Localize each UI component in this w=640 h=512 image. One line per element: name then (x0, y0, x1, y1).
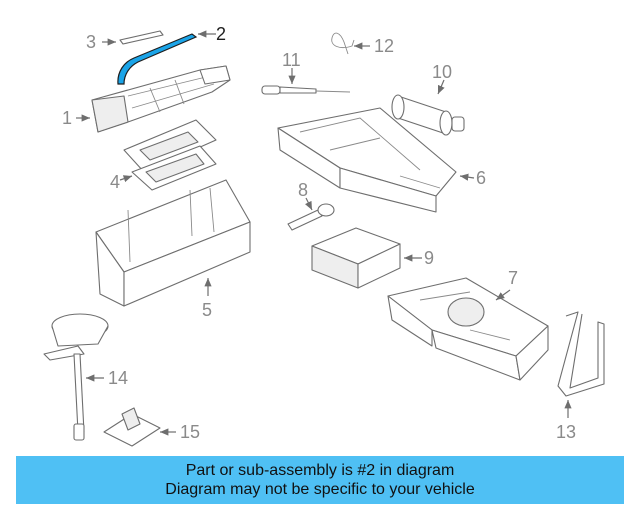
part-13-strap[interactable] (557, 311, 605, 397)
leader-lines (76, 30, 572, 436)
part-11-tool[interactable] (261, 85, 351, 95)
callout-9: 9 (424, 248, 434, 268)
callout-4: 4 (110, 172, 120, 192)
part-7-tire-well[interactable] (387, 277, 549, 381)
part-2-jack-handle[interactable] (117, 33, 198, 85)
banner-line-part-number: Part or sub-assembly is #2 in diagram (185, 462, 455, 479)
parts-diagram: 3 2 1 4 5 6 7 8 9 10 11 12 13 14 15 (43, 24, 605, 447)
part-10-cylinder[interactable] (391, 94, 465, 136)
callout-13: 13 (556, 422, 576, 442)
callout-7: 7 (508, 268, 518, 288)
part-6-tray[interactable] (277, 107, 457, 213)
callout-10: 10 (432, 62, 452, 82)
part-8-wrench[interactable] (287, 203, 335, 231)
info-banner: Part or sub-assembly is #2 in diagram Di… (16, 456, 624, 504)
part-3-rod[interactable] (119, 30, 164, 45)
callout-11: 11 (282, 50, 301, 70)
part-5-storage-box[interactable] (95, 179, 251, 307)
callout-3: 3 (86, 32, 96, 52)
callout-15: 15 (180, 422, 200, 442)
callout-2: 2 (216, 24, 226, 44)
callout-5: 5 (202, 300, 212, 320)
part-1-jack[interactable] (91, 65, 231, 133)
callout-14: 14 (108, 368, 128, 388)
part-12-hook[interactable] (331, 32, 355, 55)
callout-1: 1 (62, 108, 72, 128)
callout-12: 12 (374, 36, 394, 56)
callout-6: 6 (476, 168, 486, 188)
part-4-pads[interactable] (123, 119, 217, 191)
callout-8: 8 (298, 180, 308, 200)
banner-line-disclaimer: Diagram may not be specific to your vehi… (165, 481, 475, 498)
part-15-pad[interactable] (103, 407, 161, 447)
part-9-box[interactable] (311, 227, 401, 289)
part-14-jack-stand[interactable] (43, 313, 109, 441)
